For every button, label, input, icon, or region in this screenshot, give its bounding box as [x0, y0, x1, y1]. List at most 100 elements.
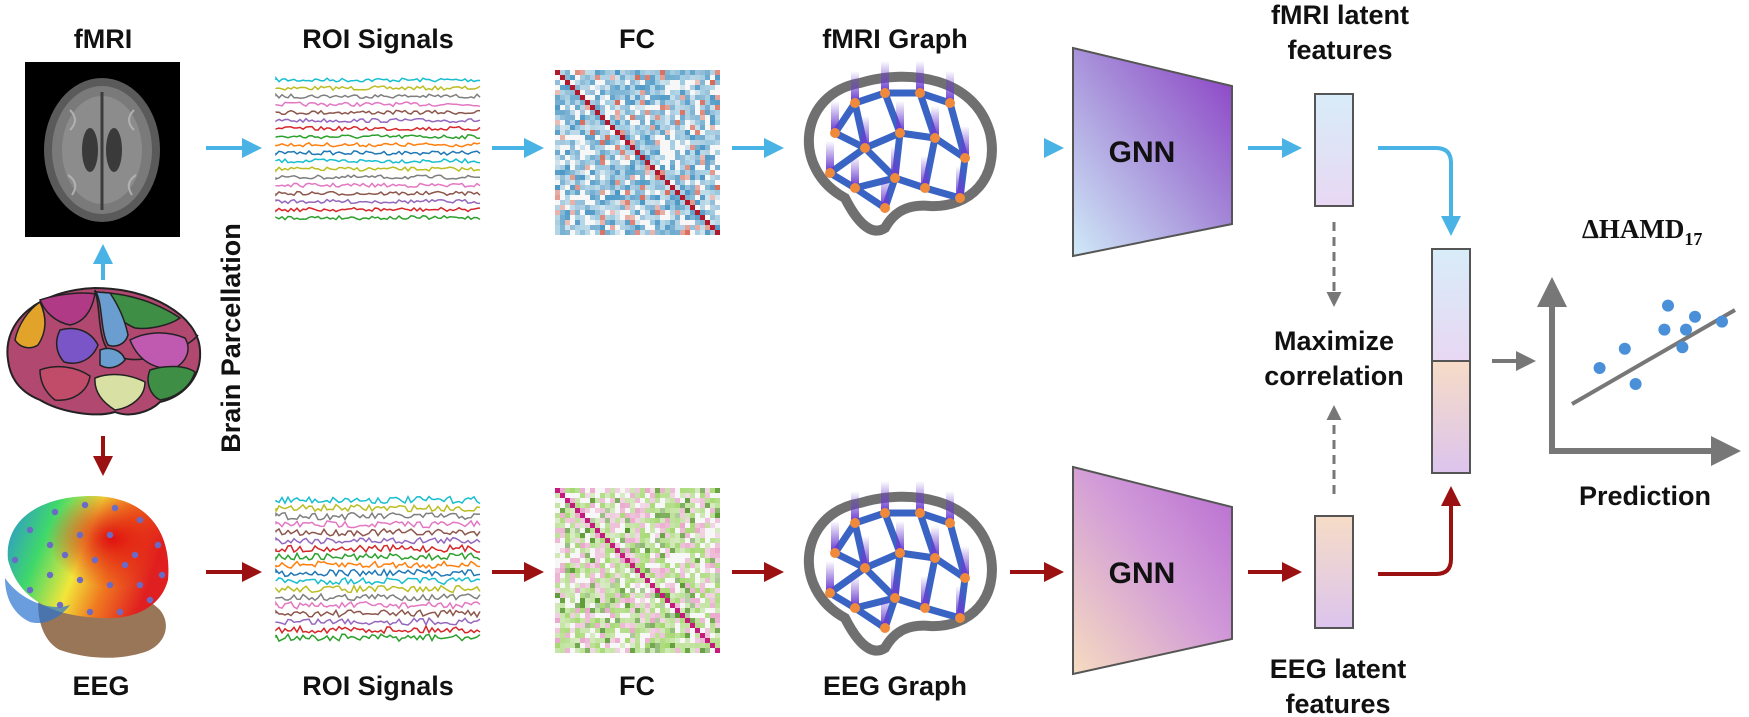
roi-signal-trace [275, 85, 481, 92]
electrode-dot [26, 526, 34, 534]
graph-node [825, 168, 835, 178]
electrode-dot [46, 541, 54, 549]
fc-top-matrix [555, 70, 720, 235]
roi-signal-trace [275, 503, 481, 513]
fc-bottom-label: FC [619, 671, 655, 701]
maximize-correlation-line1: Maximize [1274, 326, 1394, 356]
roi-signal-trace [275, 166, 481, 173]
electrode-dot [146, 596, 154, 604]
roi-signal-trace [275, 608, 481, 619]
electrode-dot [111, 504, 119, 512]
roi-signal-trace [275, 495, 481, 505]
electrode-dot [121, 561, 129, 569]
roi-signal-trace [275, 214, 481, 221]
fmri-graph-label: fMRI Graph [822, 24, 968, 54]
graph-node [915, 508, 925, 518]
graph-node [880, 88, 890, 98]
graph-node [880, 203, 890, 213]
graph-node [850, 98, 860, 108]
graph-node [830, 548, 840, 558]
roi-signal-trace [275, 624, 481, 635]
electrode-dot [91, 556, 99, 564]
electrode-dot [81, 501, 89, 509]
eeg-label: EEG [72, 671, 129, 701]
graph-node [860, 563, 870, 573]
eeg-latent-to-concat-arrow [1378, 486, 1461, 576]
scatter-point [1593, 362, 1606, 374]
roi-signals-bottom-plot [275, 495, 481, 643]
roi-signal-trace [275, 511, 481, 521]
electrode-dot [76, 576, 84, 584]
scatter-point [1618, 342, 1631, 355]
roi-signal-trace [275, 536, 481, 545]
roi-signal-trace [275, 519, 481, 529]
hamd-label: ΔHAMD17 [1582, 214, 1702, 249]
electrode-dot [131, 551, 139, 559]
scatter-point [1689, 310, 1701, 323]
fmri-scan-image [25, 62, 180, 237]
eeg-graph-brain [803, 481, 997, 656]
scatter-point [1680, 323, 1692, 336]
eeg-graph-label: EEG Graph [823, 671, 967, 701]
eeg-latent-label-line1: EEG latent [1270, 654, 1407, 684]
eeg-latent-label-line2: features [1285, 689, 1390, 717]
roi-signal-trace [275, 109, 481, 116]
fmri-latent-to-concat-arrow [1378, 146, 1461, 236]
roi-signals-top-plot [275, 75, 481, 221]
roi-signal-trace [275, 567, 481, 578]
eeg-latent-vector [1314, 515, 1354, 629]
graph-node [945, 98, 955, 108]
electrode-dot [106, 581, 114, 589]
roi-signal-trace [275, 149, 481, 157]
parcellated-cortex-image [6, 286, 202, 416]
graph-node [850, 183, 860, 193]
gnn-top-label: GNN [1109, 136, 1176, 169]
graph-node [850, 603, 860, 613]
roi-signal-trace [275, 616, 481, 627]
graph-node [930, 133, 940, 143]
roi-signal-trace [275, 75, 480, 83]
graph-node [850, 518, 860, 528]
roi-signal-trace [275, 527, 481, 538]
electrode-dot [158, 571, 166, 579]
graph-node [860, 143, 870, 153]
gnn-top-block: GNN [1072, 46, 1233, 258]
graph-node [830, 128, 840, 138]
graph-node [890, 593, 900, 603]
roi-signal-trace [275, 141, 481, 148]
scatter-point [1629, 378, 1642, 390]
roi-signal-trace [275, 157, 481, 164]
roi-signal-trace [275, 592, 481, 602]
electrode-dot [136, 516, 144, 524]
graph-node [895, 128, 905, 138]
roi-signal-trace [275, 101, 481, 108]
scatter-point [1662, 299, 1674, 312]
roi-signal-trace [275, 190, 481, 197]
roi-signal-trace [275, 600, 481, 611]
electrode-dot [51, 508, 59, 516]
electrode-dot [26, 586, 34, 594]
graph-node [880, 508, 890, 518]
fmri-latent-vector [1314, 93, 1354, 207]
fmri-graph-brain [803, 61, 997, 236]
roi-signal-trace [275, 125, 481, 132]
graph-node [955, 613, 965, 623]
scatter-point [1676, 341, 1689, 354]
roi-signal-trace [275, 174, 480, 181]
graph-node [895, 548, 905, 558]
electrode-dot [76, 531, 84, 539]
roi-signal-trace [275, 543, 480, 554]
electrode-dot [61, 551, 69, 559]
roi-signal-trace [275, 206, 481, 213]
prediction-label: Prediction [1579, 481, 1711, 511]
electrode-dot [46, 571, 54, 579]
gnn-bottom-label: GNN [1109, 557, 1176, 590]
fmri-label: fMRI [74, 24, 132, 54]
electrode-dot [56, 601, 64, 609]
maximize-correlation-line2: correlation [1264, 361, 1404, 391]
fmri-latent-label-line2: features [1287, 35, 1392, 65]
graph-node [915, 88, 925, 98]
graph-node [960, 573, 970, 583]
roi-signal-trace [275, 576, 481, 586]
